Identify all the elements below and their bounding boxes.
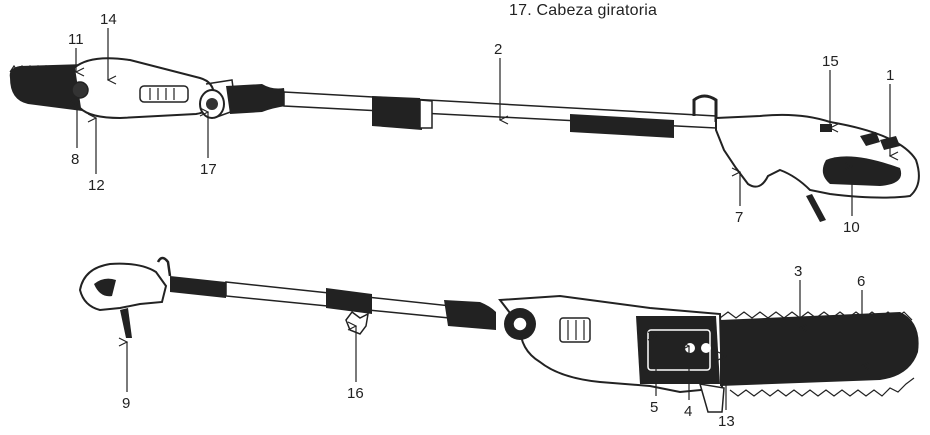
callout-12: 12 [88,177,105,194]
callout-2: 2 [494,41,502,58]
callout-17: 17 [200,161,217,178]
callout-13: 13 [718,413,735,430]
callout-9: 9 [122,395,130,412]
callout-labels: 1 2 3 4 5 6 7 8 9 10 11 12 13 14 15 16 1… [68,11,894,430]
callout-3: 3 [794,263,802,280]
callout-11: 11 [68,31,84,48]
top-pole-saw [9,57,920,222]
figure-caption: 17. Cabeza giratoria [509,2,658,19]
callout-4: 4 [684,403,692,420]
bottom-pole-saw [78,256,919,413]
callout-5: 5 [650,399,658,416]
callout-16: 16 [347,385,364,402]
callout-lines [76,28,890,410]
callout-14: 14 [100,11,117,28]
callout-10: 10 [843,219,860,236]
callout-1: 1 [886,67,894,84]
callout-6: 6 [857,273,865,290]
callout-8: 8 [71,151,79,168]
callout-15: 15 [822,53,839,70]
callout-7: 7 [735,209,743,226]
